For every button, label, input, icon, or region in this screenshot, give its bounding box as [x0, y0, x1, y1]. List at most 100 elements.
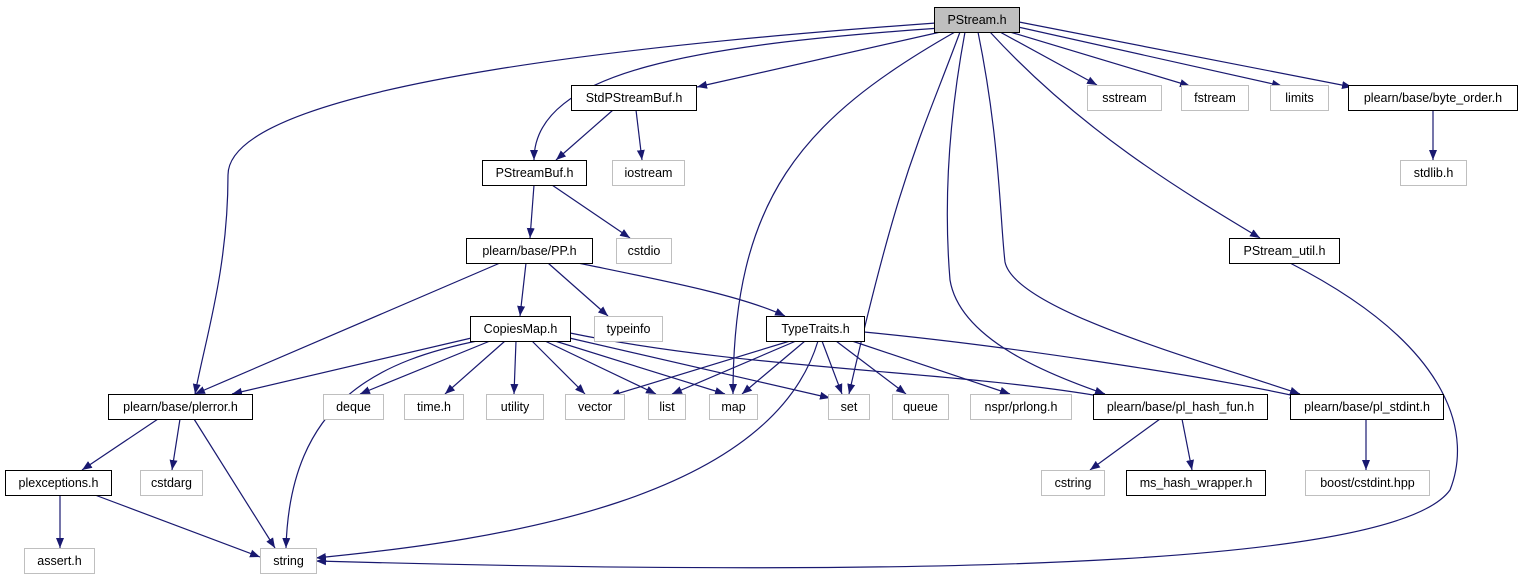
edge-pp_h-to-typetraits_h — [577, 262, 786, 317]
node-box — [1290, 394, 1444, 420]
node-box — [1087, 85, 1162, 111]
node-box — [709, 394, 758, 420]
node-label: cstring — [1055, 476, 1092, 490]
edge-pstreambuf_h-to-pp_h — [526, 184, 535, 239]
edge-typetraits_h-to-list — [671, 340, 797, 395]
node-copiesmap-h[interactable]: CopiesMap.h — [470, 316, 571, 342]
edge-plexceptions_h-to-string — [94, 494, 261, 558]
edge-pstream_h-to-pl_stdint_h — [977, 31, 1301, 395]
node-fstream: fstream — [1181, 85, 1249, 111]
node-box — [565, 394, 625, 420]
node-box — [466, 238, 593, 264]
node-label: nspr/prlong.h — [985, 400, 1058, 414]
node-iostream: iostream — [612, 160, 685, 186]
node-box — [571, 85, 697, 111]
node-label: plexceptions.h — [19, 476, 99, 490]
edge-typetraits_h-to-pl_stdint_h — [863, 331, 1301, 399]
node-label: PStream.h — [947, 13, 1006, 27]
node-label: vector — [578, 400, 612, 414]
edge-pl_hash_fun_h-to-ms_hash_wrapper_h — [1181, 418, 1195, 471]
node-label: time.h — [417, 400, 451, 414]
node-label: typeinfo — [607, 322, 651, 336]
node-box — [5, 470, 112, 496]
node-pstream-util-h[interactable]: PStream_util.h — [1229, 238, 1340, 264]
node-nspr-prlong-h: nspr/prlong.h — [970, 394, 1072, 420]
node-sstream: sstream — [1087, 85, 1162, 111]
node-pstreambuf-h[interactable]: PStreamBuf.h — [482, 160, 587, 186]
node-queue: queue — [892, 394, 949, 420]
node-box — [1041, 470, 1105, 496]
edge-copiesmap_h-to-map — [554, 340, 726, 395]
node-typetraits-h[interactable]: TypeTraits.h — [766, 316, 865, 342]
edge-copiesmap_h-to-time_h — [444, 340, 506, 395]
node-box — [1348, 85, 1518, 111]
node-label: plearn/base/pl_hash_fun.h — [1107, 400, 1254, 414]
edge-pstream_h-to-pstream_util_h — [989, 31, 1261, 239]
node-box — [1305, 470, 1430, 496]
edge-copiesmap_h-to-pl_hash_fun_h — [569, 332, 1106, 400]
node-box — [892, 394, 949, 420]
node-pl-hash-fun-h[interactable]: plearn/base/pl_hash_fun.h — [1093, 394, 1268, 420]
node-label: set — [841, 400, 858, 414]
edge-stdpstreambuf_h-to-iostream — [635, 109, 645, 161]
node-plexceptions-h[interactable]: plexceptions.h — [5, 470, 112, 496]
node-cstdarg: cstdarg — [140, 470, 203, 496]
node-list: list — [648, 394, 686, 420]
node-label: TypeTraits.h — [781, 322, 849, 336]
node-box — [470, 316, 571, 342]
edge-copiesmap_h-to-set — [564, 336, 831, 400]
node-ms-hash-wrapper-h[interactable]: ms_hash_wrapper.h — [1126, 470, 1266, 496]
node-byte-order-h[interactable]: plearn/base/byte_order.h — [1348, 85, 1518, 111]
node-label: stdlib.h — [1414, 166, 1454, 180]
node-map: map — [709, 394, 758, 420]
node-label: boost/cstdint.hpp — [1320, 476, 1415, 490]
node-cstring: cstring — [1041, 470, 1105, 496]
node-label: string — [273, 554, 304, 568]
node-plerror-h[interactable]: plearn/base/plerror.h — [108, 394, 253, 420]
edge-pstream_h-to-byte_order_h — [1018, 21, 1353, 90]
node-box — [1400, 160, 1467, 186]
node-label: deque — [336, 400, 371, 414]
edge-pp_h-to-plerror_h — [194, 262, 501, 395]
node-box — [1181, 85, 1249, 111]
node-label: fstream — [1194, 91, 1236, 105]
node-utility: utility — [486, 394, 544, 420]
node-box — [934, 7, 1020, 33]
node-box — [828, 394, 870, 420]
node-stdpstreambuf-h[interactable]: StdPStreamBuf.h — [571, 85, 697, 111]
node-string: string — [260, 548, 317, 574]
node-box — [648, 394, 686, 420]
node-box — [482, 160, 587, 186]
edge-pstream_h-to-pstreambuf_h — [530, 27, 941, 161]
node-deque: deque — [323, 394, 384, 420]
node-label: plearn/base/PP.h — [482, 244, 576, 258]
node-label: list — [659, 400, 675, 414]
node-box — [612, 160, 685, 186]
node-label: PStreamBuf.h — [496, 166, 574, 180]
node-box — [766, 316, 865, 342]
node-box — [140, 470, 203, 496]
node-pl-stdint-h[interactable]: plearn/base/pl_stdint.h — [1290, 394, 1444, 420]
node-label: PStream_util.h — [1244, 244, 1326, 258]
node-box — [404, 394, 464, 420]
node-label: ms_hash_wrapper.h — [1140, 476, 1253, 490]
node-label: queue — [903, 400, 938, 414]
edge-copiesmap_h-to-vector — [531, 340, 586, 395]
edge-pstream_h-to-plerror_h — [192, 22, 937, 395]
edge-stdpstreambuf_h-to-pstreambuf_h — [555, 109, 614, 161]
edge-pl_hash_fun_h-to-cstring — [1089, 418, 1161, 471]
node-box — [616, 238, 672, 264]
node-label: CopiesMap.h — [484, 322, 558, 336]
node-box — [1093, 394, 1268, 420]
node-box — [323, 394, 384, 420]
node-box — [486, 394, 544, 420]
node-pstream-h[interactable]: PStream.h — [934, 7, 1020, 33]
node-label: plearn/base/plerror.h — [123, 400, 238, 414]
edge-plerror_h-to-cstdarg — [169, 418, 181, 471]
edge-typetraits_h-to-nspr_prlong_h — [851, 340, 1011, 395]
node-label: map — [721, 400, 745, 414]
edge-plerror_h-to-plexceptions_h — [81, 418, 159, 471]
node-pp-h[interactable]: plearn/base/PP.h — [466, 238, 593, 264]
edge-typetraits_h-to-vector — [609, 340, 791, 397]
